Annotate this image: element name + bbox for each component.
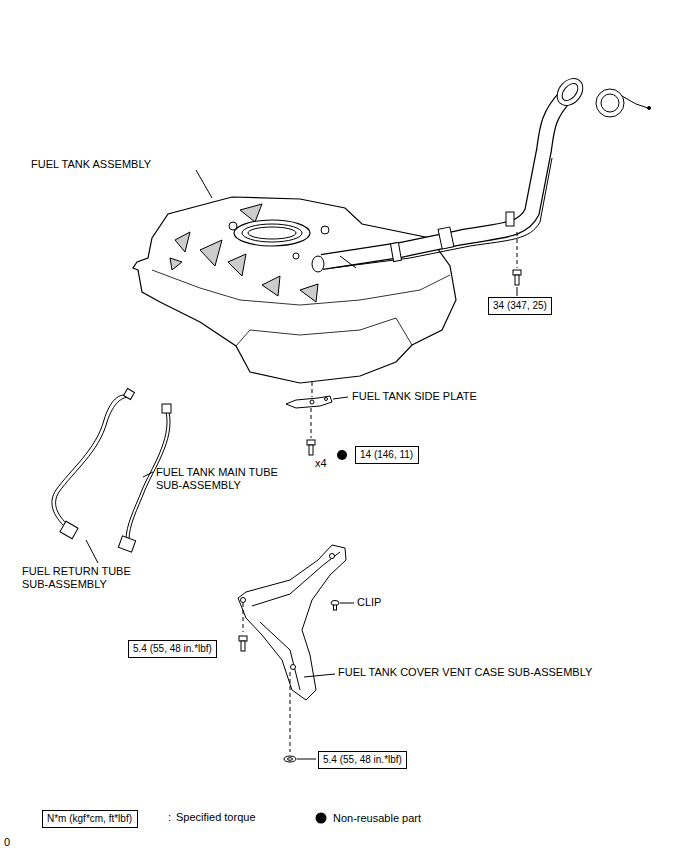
fuel-return-tube: [52, 389, 135, 539]
dashed-line: [243, 603, 244, 632]
dashed-line: [312, 382, 313, 397]
side-plate: [286, 396, 332, 408]
figure-number: 0: [4, 836, 10, 849]
part-name: FUEL RETURN TUBE SUB-ASSEMBLY: [22, 565, 152, 591]
legend-text: Specified torque: [176, 811, 256, 824]
leader-line: [143, 472, 153, 477]
non-reusable-mark: [337, 450, 347, 460]
torque-value: 5.4 (55, 48 in.*lbf): [323, 754, 402, 766]
nut-symbol: [284, 756, 296, 762]
leader-line: [297, 759, 316, 760]
torque-box: 5.4 (55, 48 in.*lbf): [318, 751, 407, 769]
bolt-symbol: [513, 270, 521, 285]
leader-line: [196, 170, 212, 198]
part-name: FUEL TANK MAIN TUBE SUB-ASSEMBLY: [156, 466, 306, 492]
fuel-tank: [133, 197, 456, 383]
legend-text: Non-reusable part: [333, 812, 421, 825]
torque-value: 14 (146, 11): [360, 449, 414, 461]
leader-line: [333, 397, 348, 399]
leader-line: [304, 674, 335, 677]
part-name: FUEL TANK ASSEMBLY: [31, 158, 151, 171]
bolt-symbol: [239, 636, 247, 651]
part-name: FUEL TANK SIDE PLATE: [352, 390, 477, 403]
torque-box: 14 (146, 11): [355, 446, 419, 464]
torque-value: 5.4 (55, 48 in.*lbf): [133, 643, 212, 655]
leader-line: [340, 603, 354, 604]
dashed-line: [311, 408, 312, 438]
bolt-symbol: [307, 440, 315, 455]
clip-symbol: [331, 601, 339, 611]
part-name: x4: [315, 457, 327, 470]
dashed-line: [517, 232, 518, 268]
torque-value: N*m (kgf*cm, ft*lbf): [47, 813, 133, 825]
filler-pipe: [312, 73, 651, 272]
torque-box: 34 (347, 25): [488, 297, 552, 315]
separator: :: [168, 811, 171, 824]
part-name: CLIP: [357, 596, 381, 609]
leader-line: [517, 287, 518, 296]
torque-box: 5.4 (55, 48 in.*lbf): [128, 640, 217, 658]
fuel-tank-main-tube: [118, 404, 171, 552]
torque-value: 34 (347, 25): [493, 300, 547, 312]
dashed-line: [290, 672, 291, 752]
part-name: FUEL TANK COVER VENT CASE SUB-ASSEMBLY: [338, 666, 592, 679]
vent-case: [238, 545, 346, 700]
legend-dot: [316, 813, 327, 824]
leader-line: [86, 540, 98, 563]
legend-torque-box: N*m (kgf*cm, ft*lbf): [42, 810, 138, 828]
